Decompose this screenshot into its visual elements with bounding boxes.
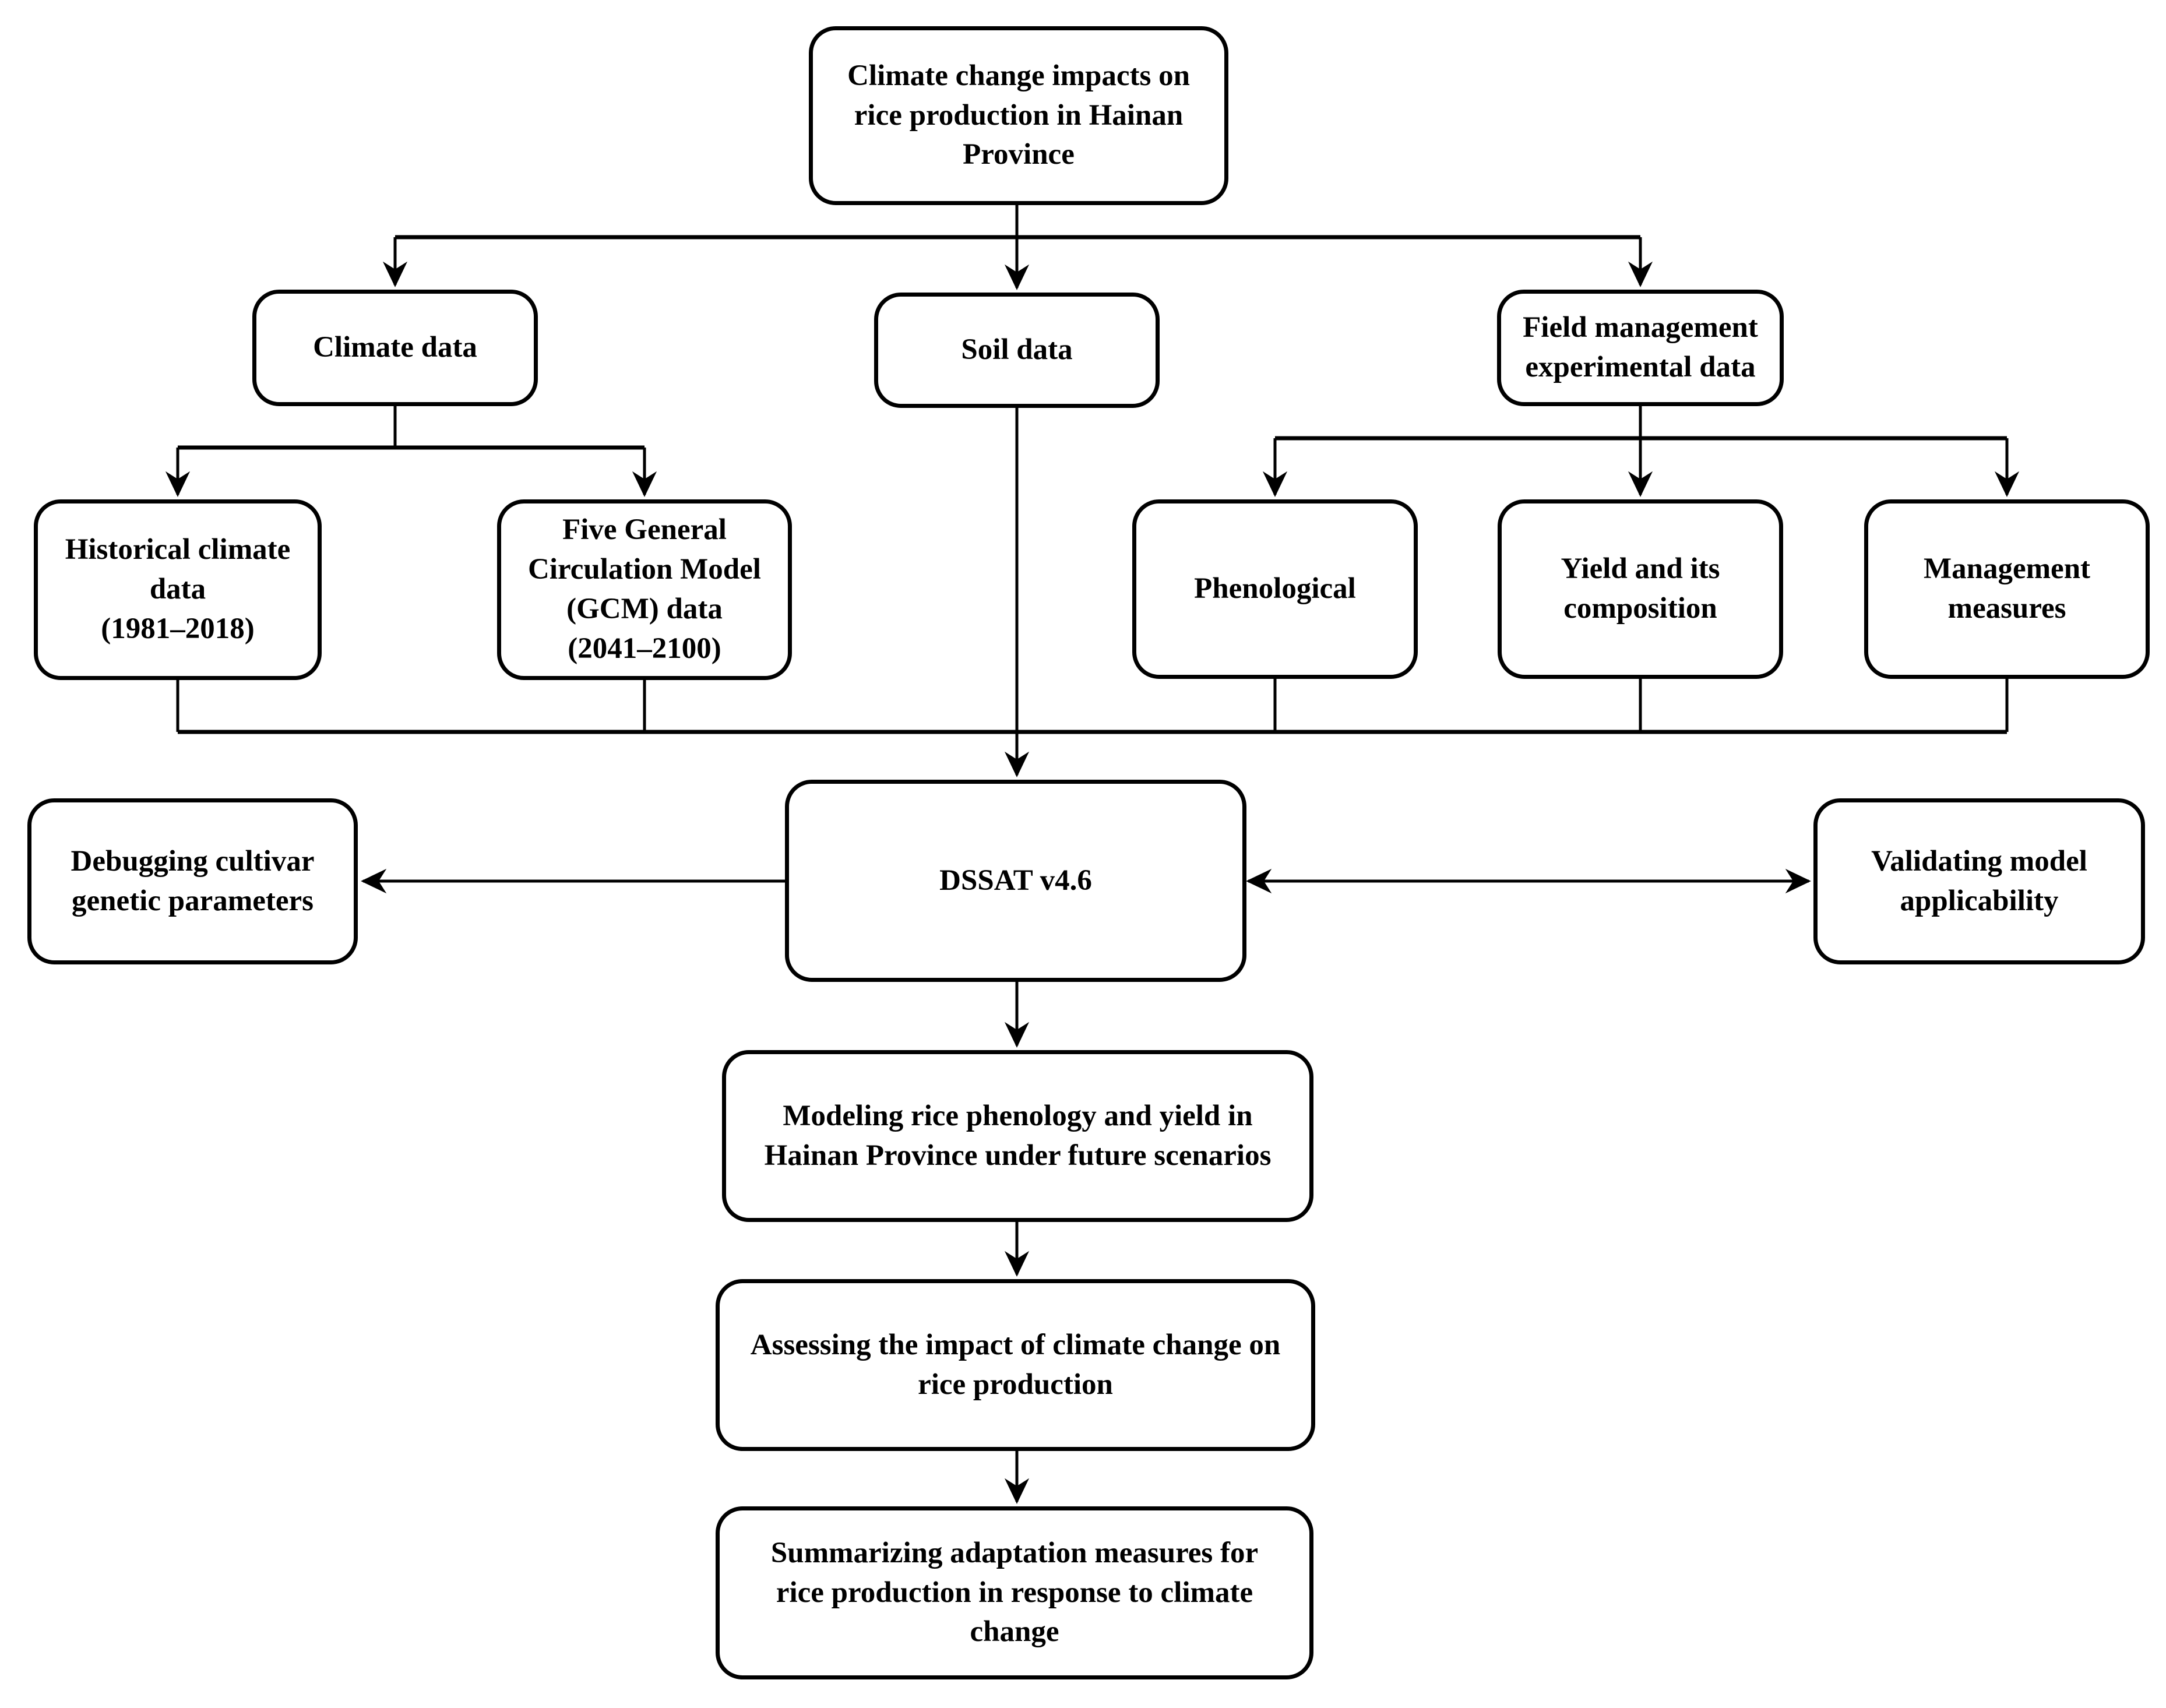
node-gcm-data: Five General Circulation Model (GCM) dat… — [497, 499, 792, 680]
node-dssat: DSSAT v4.6 — [785, 780, 1246, 982]
node-modeling-phenology-yield: Modeling rice phenology and yield in Hai… — [722, 1050, 1313, 1222]
node-debugging-cultivar-parameters: Debugging cultivar genetic parameters — [27, 798, 358, 964]
node-validating-model-applicability: Validating model applicability — [1813, 798, 2145, 964]
node-yield-composition: Yield and its composition — [1498, 499, 1783, 679]
edges — [165, 205, 2020, 1504]
node-summarizing-adaptation: Summarizing adaptation measures for rice… — [716, 1506, 1313, 1679]
node-assessing-impact: Assessing the impact of climate change o… — [716, 1279, 1315, 1451]
node-phenological: Phenological — [1132, 499, 1418, 679]
node-field-management-data: Field management experimental data — [1497, 290, 1784, 406]
node-management-measures: Management measures — [1864, 499, 2150, 679]
node-soil-data: Soil data — [874, 293, 1160, 408]
node-historical-climate-data: Historical climate data (1981–2018) — [34, 499, 322, 680]
node-climate-change-impacts: Climate change impacts on rice productio… — [809, 26, 1228, 205]
node-climate-data: Climate data — [252, 290, 538, 406]
